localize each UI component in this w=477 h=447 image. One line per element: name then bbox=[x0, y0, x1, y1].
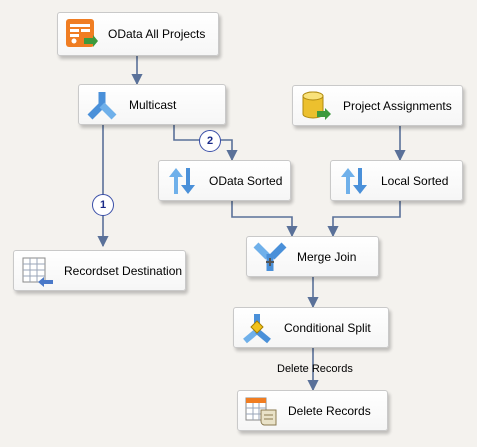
conditional-split-node[interactable]: Conditional Split bbox=[233, 307, 389, 348]
path-badge-2[interactable]: 2 bbox=[199, 130, 221, 152]
node-label: Local Sorted bbox=[381, 173, 449, 188]
node-label: OData All Projects bbox=[108, 27, 206, 41]
node-label: Delete Records bbox=[288, 403, 371, 418]
odata-sorted-node[interactable]: OData Sorted bbox=[158, 160, 291, 201]
odata-all-projects-node[interactable]: OData All Projects bbox=[57, 12, 219, 56]
project-assignments-node[interactable]: Project Assignments bbox=[292, 85, 463, 126]
merge-join-node[interactable]: Merge Join bbox=[246, 236, 379, 277]
merge-join-icon bbox=[253, 242, 287, 271]
database-source-icon bbox=[302, 91, 331, 120]
recordset-destination-icon bbox=[22, 257, 53, 287]
node-label: Multicast bbox=[129, 97, 177, 112]
odata-source-icon bbox=[66, 19, 98, 47]
delete-records-node[interactable]: Delete Records bbox=[237, 390, 388, 431]
multicast-icon bbox=[87, 91, 117, 119]
node-label: Merge Join bbox=[297, 249, 357, 264]
node-label: Project Assignments bbox=[343, 98, 452, 113]
path-local-sorted-to-merge bbox=[327, 201, 401, 238]
ole-db-command-icon bbox=[245, 397, 277, 425]
path-odata-sorted-to-merge bbox=[231, 201, 298, 238]
conditional-split-icon bbox=[243, 313, 271, 343]
path-badge-1[interactable]: 1 bbox=[92, 194, 114, 216]
node-label: Recordset Destination bbox=[64, 263, 183, 278]
node-label: OData Sorted bbox=[209, 173, 283, 188]
recordset-destination-node[interactable]: Recordset Destination bbox=[13, 250, 186, 291]
multicast-node[interactable]: Multicast bbox=[78, 84, 226, 125]
split-output-label: Delete Records bbox=[277, 363, 353, 375]
node-label: Conditional Split bbox=[284, 320, 371, 335]
sort-icon bbox=[169, 167, 195, 194]
sort-icon bbox=[341, 167, 367, 194]
local-sorted-node[interactable]: Local Sorted bbox=[330, 160, 463, 201]
